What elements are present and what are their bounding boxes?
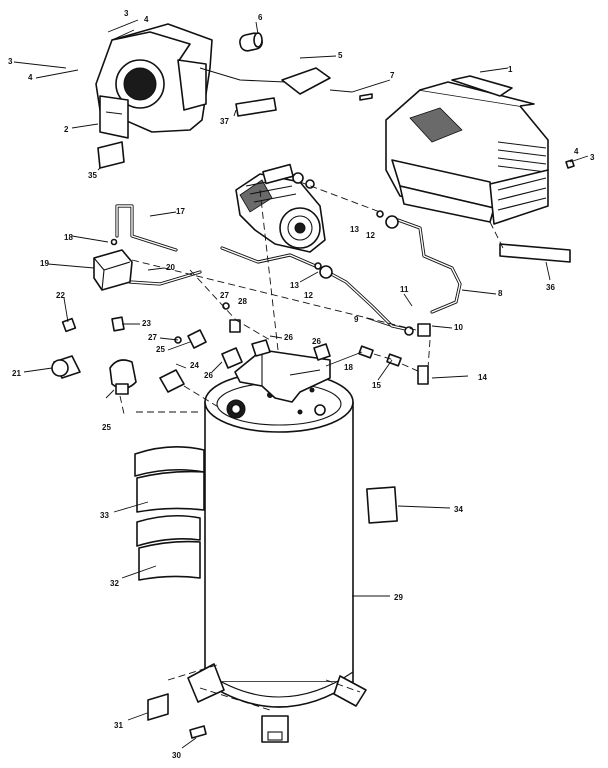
callout-c3b: 3 <box>8 57 13 66</box>
tubing <box>115 204 462 332</box>
part-5-bracket <box>199 67 331 95</box>
callout-c35: 35 <box>88 171 97 180</box>
callout-c7: 7 <box>390 71 395 80</box>
callout-c23: 23 <box>142 319 151 328</box>
pressure-switch-19 <box>93 249 133 291</box>
callout-c15: 15 <box>372 381 381 390</box>
assembly-lines <box>119 181 505 711</box>
callout-c2: 2 <box>64 125 69 134</box>
callout-c8: 8 <box>498 289 503 298</box>
callout-c20: 20 <box>166 263 175 272</box>
callout-c28: 28 <box>238 297 247 306</box>
part-35-label <box>97 141 125 169</box>
callout-c12a: 12 <box>366 231 375 240</box>
pump-mounting-bracket <box>234 349 331 403</box>
part-31-pad <box>147 693 169 721</box>
tank-foot-right <box>333 675 367 707</box>
callout-c21: 21 <box>12 369 21 378</box>
callout-c26b: 26 <box>312 337 321 346</box>
label-33 <box>134 446 205 513</box>
callout-c29: 29 <box>394 593 403 602</box>
motor-pump-assembly <box>235 163 326 253</box>
callout-c18b: 18 <box>344 363 353 372</box>
callout-c30: 30 <box>172 751 181 760</box>
callout-c3a: 3 <box>124 9 129 18</box>
callout-c37: 37 <box>220 117 229 126</box>
callout-c25a: 25 <box>156 345 165 354</box>
callout-c4c: 4 <box>574 147 579 156</box>
air-tank <box>204 371 354 708</box>
callout-c27b: 27 <box>148 333 157 342</box>
callout-c19: 19 <box>40 259 49 268</box>
callout-c22: 22 <box>56 291 65 300</box>
callout-c14: 14 <box>478 373 487 382</box>
part-36-label <box>499 243 571 263</box>
shroud <box>385 75 549 225</box>
leader-lines <box>13 19 589 749</box>
label-34 <box>366 486 398 524</box>
callout-c3c: 3 <box>590 153 595 162</box>
callout-c33: 33 <box>100 511 109 520</box>
callout-c5: 5 <box>338 51 343 60</box>
callout-numbers: 3 4 3 4 6 5 7 1 2 37 35 4 3 17 13 12 18 … <box>8 9 595 760</box>
callout-c6: 6 <box>258 13 263 22</box>
fittings <box>51 93 575 395</box>
callout-c4a: 4 <box>144 15 149 24</box>
callout-c25b: 25 <box>102 423 111 432</box>
callout-c9: 9 <box>354 315 359 324</box>
callout-c18a: 18 <box>64 233 73 242</box>
callout-c1: 1 <box>508 65 513 74</box>
label-32 <box>136 514 201 581</box>
callout-c26a: 26 <box>284 333 293 342</box>
callout-c27a: 27 <box>220 291 229 300</box>
callout-c17: 17 <box>176 207 185 216</box>
callout-c13a: 13 <box>350 225 359 234</box>
tank-foot-bottom <box>261 715 289 743</box>
part-30-screw <box>189 725 207 739</box>
part-6-sleeve <box>239 32 263 52</box>
callout-c32: 32 <box>110 579 119 588</box>
callout-c34: 34 <box>454 505 463 514</box>
callout-c36: 36 <box>546 283 555 292</box>
callout-c31: 31 <box>114 721 123 730</box>
callout-c11: 11 <box>400 285 409 294</box>
callout-c4b: 4 <box>28 73 33 82</box>
callout-c24: 24 <box>190 361 199 370</box>
callout-c13b: 13 <box>290 281 299 290</box>
part-37-label <box>235 97 277 117</box>
callout-c10: 10 <box>454 323 463 332</box>
callout-c12b: 12 <box>304 291 313 300</box>
callout-c26c: 26 <box>204 371 213 380</box>
belt-guard <box>95 23 213 139</box>
